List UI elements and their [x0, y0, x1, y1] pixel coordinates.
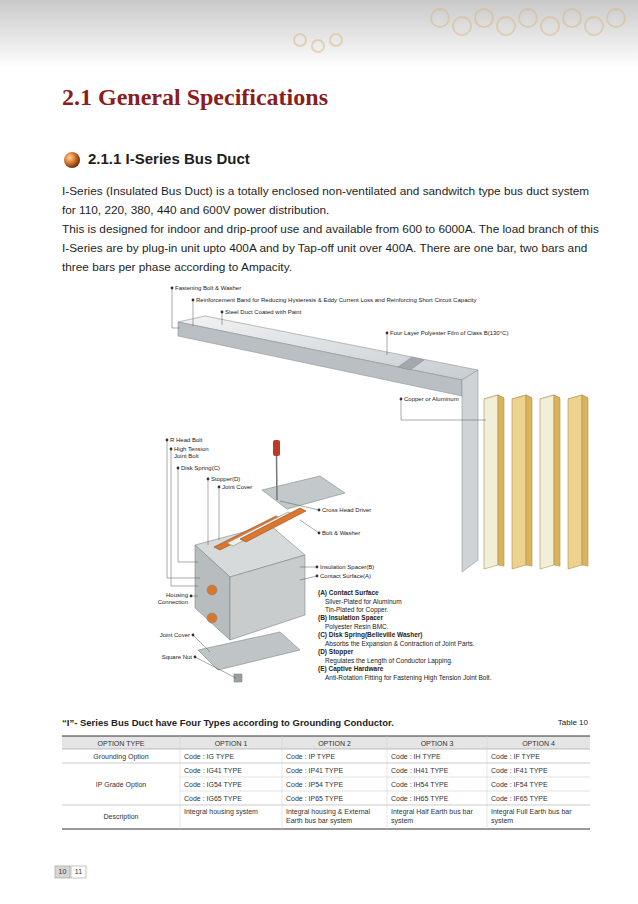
table-cell: IP Grade Option	[62, 780, 180, 789]
table-cell: Code : IP41 TYPE	[286, 766, 383, 775]
page-number-boxes	[55, 866, 86, 878]
callout-label: Fastening Bolt & Washer	[175, 285, 241, 292]
callout-label: Joint Cover	[222, 484, 252, 491]
table-number: Table 10	[500, 718, 588, 727]
callout-label: Cross Head Driver	[322, 507, 371, 514]
callout-label: Bolt & Washer	[322, 530, 360, 537]
table-cell: Code : IG41 TYPE	[184, 766, 278, 775]
cross-head-driver	[273, 440, 280, 500]
table-cell: Code : IH41 TYPE	[391, 766, 483, 775]
note-heading: (E) Captive Hardware	[318, 665, 383, 673]
table-caption: “I”- Series Bus Duct have Four Types acc…	[62, 717, 394, 728]
table-cell: Code : IP54 TYPE	[286, 780, 383, 789]
table-cell: Code : IF TYPE	[491, 752, 586, 761]
leader-lines	[167, 288, 486, 678]
page-number: 11	[71, 867, 86, 877]
note-text: Polyester Resin BMC.	[325, 623, 389, 631]
table-cell: Code : IF54 TYPE	[491, 780, 586, 789]
table-cell: Code : IG54 TYPE	[184, 780, 278, 789]
table-cell: Description	[62, 812, 180, 821]
table-cell: Code : IF41 TYPE	[491, 766, 586, 775]
table-cell: Code : IP TYPE	[286, 752, 383, 761]
table-cell: Code : IF65 TYPE	[491, 794, 586, 803]
table-header-cell: OPTION TYPE	[62, 739, 180, 748]
callout-label: Housing Connection	[150, 592, 188, 606]
callout-label: Disk Spring(C)	[181, 465, 220, 472]
table-cell: Code : IH54 TYPE	[391, 780, 483, 789]
callout-label: R Head Bolt	[170, 437, 202, 444]
body-paragraph: This is designed for indoor and drip-pro…	[62, 220, 602, 277]
page-number: 10	[55, 867, 70, 877]
callout-label: Joint Cover	[140, 632, 190, 639]
leader-dots	[166, 287, 403, 659]
callout-label: Insulation Spacer(B)	[320, 564, 374, 571]
callout-label: Four Layer Polyester Film of Class B(130…	[390, 330, 508, 337]
bus-duct	[178, 316, 478, 572]
note-text: Tin-Plated for Copper.	[325, 606, 388, 614]
callout-label: Copper or Aluminum	[404, 396, 459, 403]
table-cell: Integral Full Earth bus bar system	[491, 807, 586, 825]
table-cell: Code : IG TYPE	[184, 752, 278, 761]
chain-pattern	[294, 9, 625, 52]
note-heading: (D) Stopper	[318, 648, 353, 656]
table-cell: Code : IH65 TYPE	[391, 794, 483, 803]
table-header-cell: OPTION 4	[487, 739, 590, 748]
bus-bars	[484, 395, 588, 569]
table-cell: Integral housing system	[184, 807, 278, 816]
table-cell: Code : IH TYPE	[391, 752, 483, 761]
note-heading: (A) Contact Surface	[318, 589, 379, 597]
table-cell: Code : IP65 TYPE	[286, 794, 383, 803]
callout-label: Stopper(D)	[211, 476, 240, 483]
table-header-cell: OPTION 1	[180, 739, 282, 748]
table-header-cell: OPTION 3	[387, 739, 487, 748]
section-heading: 2.1.1 I-Series Bus Duct	[88, 150, 250, 167]
table-grid	[62, 736, 590, 829]
note-heading: (C) Disk Spring(Belleville Washer)	[318, 631, 423, 639]
table-cell: Grounding Option	[62, 752, 180, 761]
header-band	[0, 0, 638, 68]
note-text: Anti-Rotation Fitting for Fastening High…	[325, 674, 491, 682]
note-heading: (B) Insulation Spacer	[318, 614, 383, 622]
page-title: 2.1 General Specifications	[62, 84, 328, 111]
table-cell: Integral housing & External Earth bus ba…	[286, 807, 383, 825]
bullet-ball	[64, 152, 80, 168]
callout-label: High Tension Joint Bolt	[174, 446, 210, 460]
note-text: Regulates the Length of Conductor Lappin…	[325, 657, 453, 665]
table-cell: Code : IG65 TYPE	[184, 794, 278, 803]
body-paragraph: I-Series (Insulated Bus Duct) is a total…	[62, 182, 602, 220]
callout-label: Contact Surface(A)	[320, 573, 371, 580]
note-text: Silver-Plated for Aluminum	[325, 598, 402, 606]
note-text: Absorbs the Expansion & Contraction of J…	[325, 640, 475, 648]
callout-label: Reinforcement Band for Reducing Hysteres…	[196, 297, 476, 304]
table-cell: Integral Half Earth bus bar system	[391, 807, 483, 825]
table-header-cell: OPTION 2	[282, 739, 387, 748]
callout-label: Steel Duct Coated with Paint	[225, 309, 301, 316]
callout-label: Square Nut	[140, 654, 192, 661]
